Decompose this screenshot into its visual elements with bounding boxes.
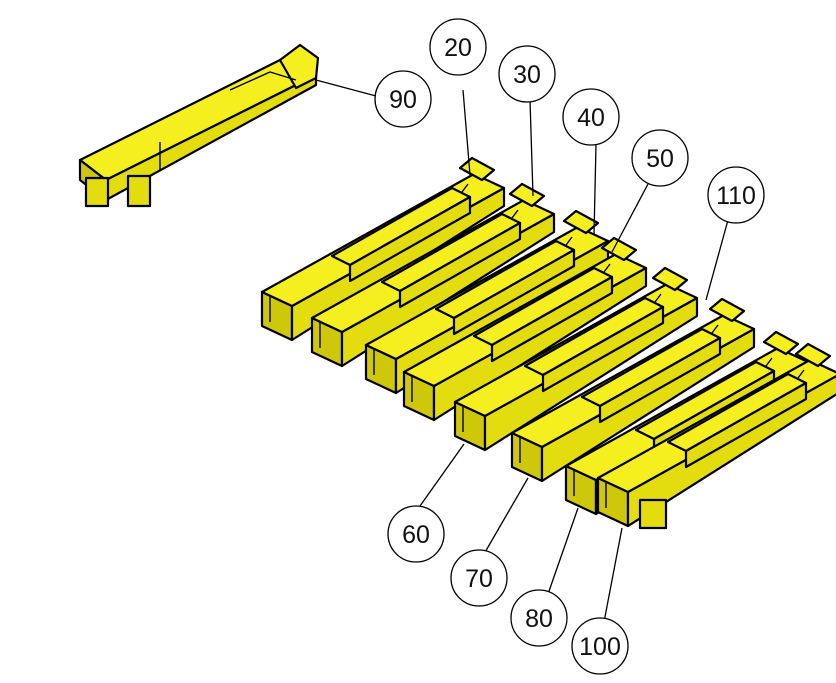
callout-110: 110 — [707, 166, 765, 224]
grate-bar-h — [596, 342, 836, 528]
leader-lines — [315, 79, 729, 623]
svg-text:80: 80 — [525, 605, 553, 633]
part-90-bar — [78, 43, 320, 208]
svg-text:50: 50 — [646, 145, 674, 173]
callout-50: 50 — [631, 129, 689, 187]
svg-text:110: 110 — [716, 182, 756, 210]
svg-text:90: 90 — [389, 86, 417, 114]
grate-bar-d — [402, 236, 648, 422]
svg-text:30: 30 — [513, 61, 541, 89]
svg-text:60: 60 — [402, 521, 430, 549]
svg-text:70: 70 — [465, 565, 493, 593]
support-leg — [638, 498, 668, 530]
callout-60: 60 — [387, 505, 445, 563]
callout-100: 100 — [571, 617, 629, 675]
callout-40: 40 — [562, 88, 620, 146]
grate-bars-group — [260, 156, 836, 530]
callout-90: 90 — [374, 70, 432, 128]
callout-80: 80 — [510, 589, 568, 647]
callout-30: 30 — [498, 45, 556, 103]
svg-text:20: 20 — [444, 34, 472, 62]
svg-text:40: 40 — [577, 104, 605, 132]
grate-bar-f — [510, 297, 756, 483]
callout-20: 20 — [429, 18, 487, 76]
svg-text:100: 100 — [579, 633, 621, 661]
grate-bar-e — [453, 266, 699, 452]
callout-70: 70 — [450, 549, 508, 607]
